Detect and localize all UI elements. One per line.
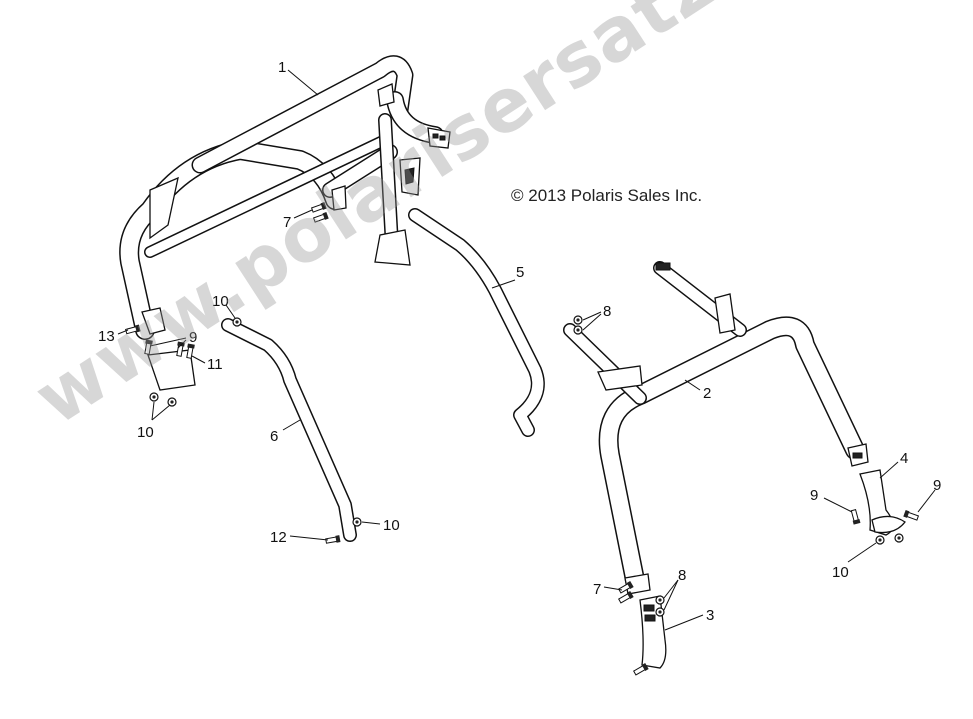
callout-6: 6 bbox=[270, 428, 278, 445]
callout-12: 12 bbox=[270, 529, 287, 546]
callout-9-front: 9 bbox=[189, 329, 197, 346]
callout-7-front: 7 bbox=[283, 214, 291, 231]
callout-10-upper-tube: 10 bbox=[212, 293, 229, 310]
callout-13: 13 bbox=[98, 328, 115, 345]
callout-8-lower: 8 bbox=[678, 567, 686, 584]
part-1-front-cage bbox=[119, 55, 451, 391]
callout-10-front: 10 bbox=[137, 424, 154, 441]
part-5-brace bbox=[408, 208, 545, 437]
callout-3: 3 bbox=[706, 607, 714, 624]
callout-1: 1 bbox=[278, 59, 286, 76]
callout-11: 11 bbox=[207, 356, 223, 373]
callout-9-rear-right: 9 bbox=[933, 477, 941, 494]
callout-10-rear: 10 bbox=[832, 564, 849, 581]
part-3-foot-bracket bbox=[639, 595, 667, 669]
leader-lines bbox=[117, 69, 936, 631]
callout-4: 4 bbox=[900, 450, 908, 467]
part-2-rear-cage bbox=[563, 261, 869, 595]
callout-2: 2 bbox=[703, 385, 711, 402]
part-4-foot-bracket bbox=[859, 469, 906, 536]
copyright-text: © 2013 Polaris Sales Inc. bbox=[511, 186, 703, 205]
callout-7-rear: 7 bbox=[593, 581, 601, 598]
callout-5: 5 bbox=[516, 264, 524, 281]
callout-10-lower-tube: 10 bbox=[383, 517, 400, 534]
part-6-side-tube bbox=[221, 318, 357, 542]
callouts: 1 2 3 4 5 6 7 7 8 8 9 9 9 10 10 10 10 11… bbox=[98, 59, 941, 624]
callout-9-rear-left: 9 bbox=[810, 487, 818, 504]
callout-8-upper: 8 bbox=[603, 303, 611, 320]
